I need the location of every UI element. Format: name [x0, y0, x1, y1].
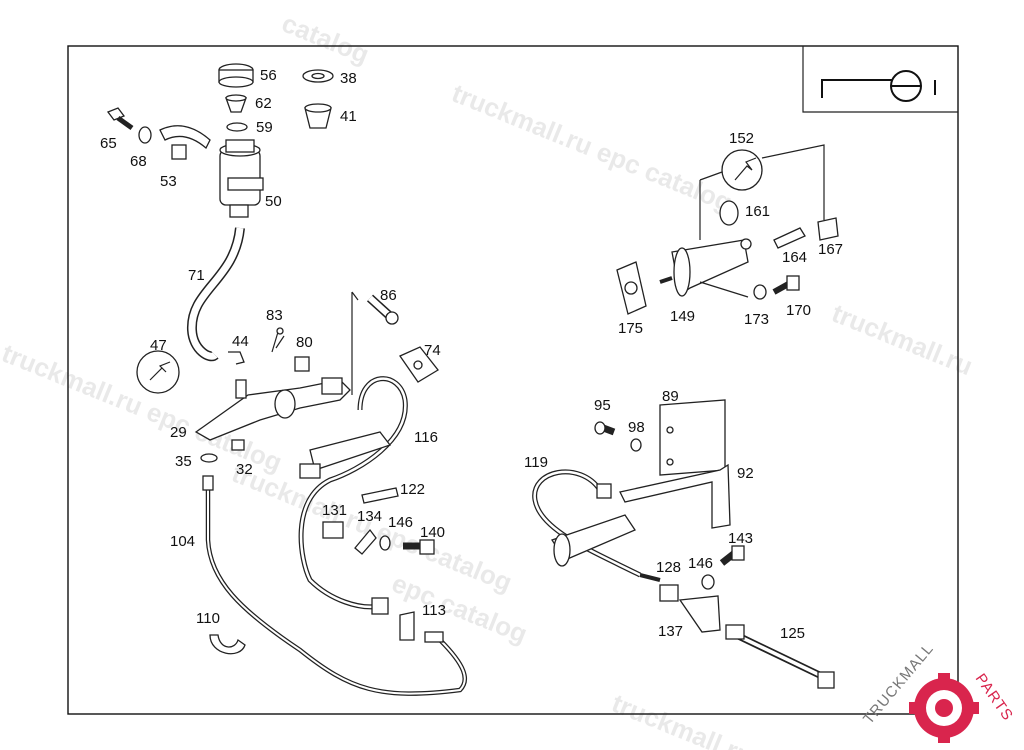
part-label: 44 [232, 333, 249, 350]
part-label: 119 [524, 454, 548, 471]
part-label: 131 [322, 502, 347, 519]
watermark: catalog [278, 8, 374, 70]
part-label: 32 [236, 461, 253, 478]
part-label: 146 [388, 514, 413, 531]
part-label: 83 [266, 307, 283, 324]
part-label: 68 [130, 153, 147, 170]
part-label: 56 [260, 67, 277, 84]
part-label: 53 [160, 173, 177, 190]
right-top-group [616, 144, 839, 315]
part-label: 140 [420, 524, 445, 541]
watermark: truckmall.ru epc catalog [448, 78, 737, 218]
part-label: 89 [662, 388, 679, 405]
part-label: 80 [296, 334, 313, 351]
part-label: 110 [196, 610, 220, 627]
watermark: truckmall.ru [608, 688, 757, 750]
part-label: 116 [414, 429, 438, 446]
part-label: 74 [424, 342, 441, 359]
part-label: 146 [688, 555, 713, 572]
right-bottom-group [532, 399, 835, 689]
part-label: 113 [422, 602, 446, 619]
part-label: 161 [745, 203, 770, 220]
part-label: 71 [188, 267, 205, 284]
gear-icon [909, 673, 979, 743]
part-label: 38 [340, 70, 357, 87]
hose-group-left [202, 346, 468, 696]
part-label: 134 [357, 508, 382, 525]
part-label: 175 [618, 320, 643, 337]
part-label: 104 [170, 533, 195, 550]
logo-text-parts: PARTS [972, 671, 1017, 725]
part-label: 35 [175, 453, 192, 470]
truckmall-logo: TRUCKMALL PARTS [860, 640, 1016, 743]
part-label: 164 [782, 249, 807, 266]
part-labels: 56 38 62 41 59 65 68 53 50 71 83 86 44 8… [100, 67, 843, 642]
part-label: 47 [150, 337, 167, 354]
part-label: 152 [729, 130, 754, 147]
part-label: 41 [340, 108, 357, 125]
part-label: 143 [728, 530, 753, 547]
part-label: 122 [400, 481, 425, 498]
part-label: 29 [170, 424, 187, 441]
part-label: 173 [744, 311, 769, 328]
part-label: 128 [656, 559, 681, 576]
master-cylinder-group [136, 291, 399, 463]
part-label: 92 [737, 465, 754, 482]
part-label: 95 [594, 397, 611, 414]
vehicle-symbol-box [802, 46, 958, 113]
part-label: 62 [255, 95, 272, 112]
part-label: 86 [380, 287, 397, 304]
watermark: truckmall.ru epc catalog [228, 458, 517, 598]
part-label: 149 [670, 308, 695, 325]
reservoir-group [106, 63, 334, 362]
part-label: 98 [628, 419, 645, 436]
part-label: 167 [818, 241, 843, 258]
diagram-border [67, 45, 959, 715]
part-label: 50 [265, 193, 282, 210]
watermark: truckmall.ru [828, 298, 977, 382]
part-label: 65 [100, 135, 117, 152]
part-label: 137 [658, 623, 683, 640]
part-label: 59 [256, 119, 273, 136]
part-label: 170 [786, 302, 811, 319]
part-label: 125 [780, 625, 805, 642]
